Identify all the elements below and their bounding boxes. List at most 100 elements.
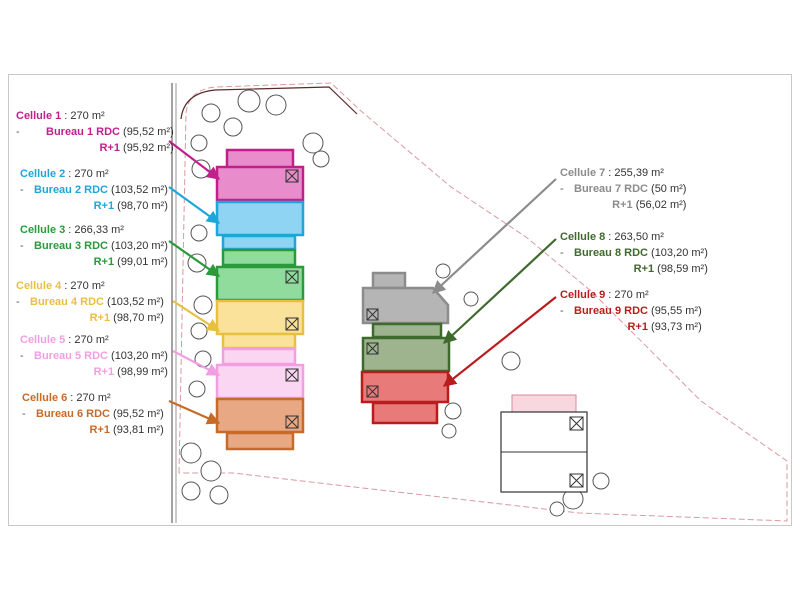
- stair-icon: [285, 270, 299, 284]
- office-r1-value: (93,81 m²): [109, 424, 164, 436]
- stair-icon: [366, 385, 379, 398]
- tree-icon: [200, 460, 222, 482]
- tree-icon: [190, 322, 208, 340]
- tree-icon: [201, 103, 221, 123]
- office-r1-label: R+1: [93, 366, 115, 378]
- arrow-cell-7: [432, 178, 557, 294]
- office-rdc-label: Bureau 7 RDC: [574, 183, 648, 195]
- cell-5-annex: [221, 347, 297, 366]
- office-rdc-label: Bureau 6 RDC: [36, 408, 110, 420]
- office-rdc-value: (50 m²): [647, 183, 687, 195]
- office-r1-label: R+1: [612, 199, 633, 211]
- tree-icon: [265, 94, 287, 116]
- cell-2-annex: [221, 234, 297, 251]
- list-dash: -: [20, 350, 24, 362]
- tree-icon: [188, 380, 206, 398]
- tree-icon: [193, 295, 213, 315]
- list-dash: -: [16, 296, 20, 308]
- office-rdc-label: Bureau 3 RDC: [34, 240, 108, 252]
- list-dash: -: [16, 126, 20, 138]
- cell-label-8: Cellule 8 : 263,50 m² -Bureau 8 RDC (103…: [560, 229, 708, 277]
- arrow-cell-8: [443, 238, 557, 344]
- stair-icon: [285, 169, 299, 183]
- cell-area: : 255,39 m²: [605, 167, 664, 179]
- cell-label-5: Cellule 5 : 270 m² -Bureau 5 RDC (103,20…: [20, 332, 168, 380]
- stair-marks-a: [285, 169, 299, 429]
- tree-icon: [435, 263, 451, 279]
- office-r1-value: (99,01 m²): [114, 256, 168, 268]
- cell-title: Cellule 6: [22, 392, 68, 404]
- office-r1-value: (98,70 m²): [114, 200, 168, 212]
- cell-title: Cellule 8: [560, 231, 606, 243]
- arrow-cell-1: [168, 140, 221, 180]
- office-rdc-value: (103,52 m²): [107, 184, 168, 196]
- office-rdc-label: Bureau 1 RDC: [46, 126, 120, 138]
- office-rdc-label: Bureau 2 RDC: [34, 184, 108, 196]
- stair-icon: [366, 342, 379, 355]
- cell-area: : 270 m²: [605, 289, 649, 301]
- existing-building-annex: [511, 394, 577, 413]
- cell-7-annex: [371, 271, 407, 290]
- arrow-cell-4: [172, 300, 221, 332]
- site-plan: [168, 82, 788, 523]
- stair-icon: [285, 317, 299, 331]
- list-dash: -: [20, 240, 24, 252]
- cell-label-1: Cellule 1 : 270 m² -Bureau 1 RDC (95,52 …: [16, 108, 174, 156]
- cell-area: : 270 m²: [65, 334, 109, 346]
- office-r1-label: R+1: [89, 312, 111, 324]
- tree-icon: [237, 89, 261, 113]
- tree-icon: [209, 485, 229, 505]
- office-rdc-value: (95,52 m²): [109, 408, 164, 420]
- office-r1-value: (98,99 m²): [114, 366, 168, 378]
- list-dash: -: [22, 408, 26, 420]
- stair-icon: [285, 368, 299, 382]
- cell-title: Cellule 1: [16, 110, 62, 122]
- cell-title: Cellule 7: [560, 167, 606, 179]
- tree-icon: [549, 501, 565, 517]
- office-rdc-value: (103,20 m²): [647, 247, 708, 259]
- office-rdc-label: Bureau 9 RDC: [574, 305, 648, 317]
- leader-arrows: [168, 140, 557, 425]
- office-r1-value: (56,02 m²): [632, 199, 687, 211]
- cell-3-annex: [221, 248, 297, 267]
- trees: [180, 89, 610, 517]
- office-r1-label: R+1: [93, 200, 115, 212]
- arrow-cell-3: [168, 240, 221, 277]
- cell-label-6: Cellule 6 : 270 m² -Bureau 6 RDC (95,52 …: [22, 390, 164, 438]
- cell-label-7: Cellule 7 : 255,39 m² -Bureau 7 RDC (50 …: [560, 165, 686, 213]
- stair-icon: [285, 415, 299, 429]
- stair-icon: [366, 308, 379, 321]
- building-a: [215, 148, 305, 451]
- building-b: [360, 271, 451, 425]
- cell-7-block: [361, 286, 450, 325]
- tree-icon: [463, 291, 479, 307]
- tree-icon: [441, 423, 457, 439]
- cell-1-block: [215, 165, 305, 202]
- cell-area: : 270 m²: [61, 110, 105, 122]
- office-r1-label: R+1: [93, 256, 115, 268]
- office-rdc-value: (103,52 m²): [103, 296, 164, 308]
- office-rdc-label: Bureau 4 RDC: [30, 296, 104, 308]
- office-rdc-label: Bureau 5 RDC: [34, 350, 108, 362]
- cell-9-annex: [371, 401, 439, 425]
- existing-building: [500, 394, 588, 493]
- list-dash: -: [560, 247, 564, 259]
- office-r1-label: R+1: [627, 321, 648, 333]
- plan-frame: [8, 74, 792, 526]
- office-r1-label: R+1: [89, 424, 110, 436]
- list-dash: -: [20, 184, 24, 196]
- cell-title: Cellule 3: [20, 224, 66, 236]
- cell-label-9: Cellule 9 : 270 m² -Bureau 9 RDC (95,55 …: [560, 287, 702, 335]
- cell-title: Cellule 2: [20, 168, 66, 180]
- tree-icon: [302, 132, 324, 154]
- office-r1-label: R+1: [99, 142, 120, 154]
- cell-6-annex: [225, 431, 295, 451]
- arrow-cell-6: [168, 399, 221, 425]
- cell-8-annex: [371, 322, 443, 339]
- cell-title: Cellule 4: [16, 280, 62, 292]
- stair-icon: [569, 416, 584, 431]
- cell-title: Cellule 9: [560, 289, 606, 301]
- cell-area: : 270 m²: [67, 392, 111, 404]
- cell-2-block: [215, 200, 305, 237]
- tree-icon: [223, 117, 243, 137]
